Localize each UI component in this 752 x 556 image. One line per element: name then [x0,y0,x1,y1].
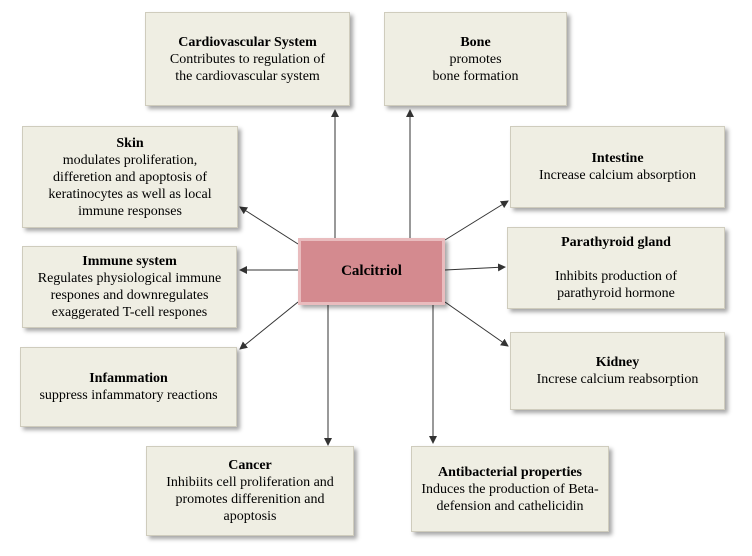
cardiovascular-box: Cardiovascular System Contributes to reg… [145,12,350,106]
immune-title: Immune system [82,254,177,269]
intestine-text: Increase calcium absorption [538,168,697,183]
bone-text: promotes bone formation [432,51,519,84]
skin-text: modulates proliferation, differetion and… [48,152,212,219]
antibacterial-box: Antibacterial properties Induces the pro… [411,446,609,532]
intestine-title: Intestine [591,151,644,166]
inflammation-text: suppress infammatory reactions [39,388,218,403]
bone-title: Bone [460,34,491,50]
inflammation-box: Infammation suppress infammatory reactio… [20,347,237,427]
calcitriol-center-box: Calcitriol [298,238,445,305]
immune-box: Immune system Regulates physiological im… [22,246,237,328]
cancer-text: Inhibiits cell proliferation and promote… [166,475,334,524]
calcitriol-label: Calcitriol [341,263,402,279]
skin-box: Skin modulates proliferation, differetio… [22,126,238,228]
arrow-to-kidney [444,301,509,347]
arrow-to-skin [239,206,299,245]
kidney-title: Kidney [595,355,640,370]
cancer-title: Cancer [228,458,272,473]
arrow-to-inflammation [239,301,299,350]
inflammation-title: Infammation [89,371,168,386]
cardiovascular-text: Contributes to regulation of the cardiov… [169,51,326,84]
bone-box: Bone promotes bone formation [384,12,567,106]
arrow-to-intestine [444,200,509,241]
cancer-box: Cancer Inhibiits cell proliferation and … [146,446,354,536]
skin-title: Skin [116,135,144,151]
antibacterial-text: Induces the production of Beta- defensio… [421,481,599,514]
parathyroid-box: Parathyroid gland Inhibits production of… [507,227,725,309]
intestine-box: Intestine Increase calcium absorption [510,126,725,208]
antibacterial-title: Antibacterial properties [438,464,582,480]
immune-text: Regulates physiological immune respones … [37,271,222,320]
cardiovascular-title: Cardiovascular System [178,34,317,50]
kidney-text: Increse calcium reabsorption [536,372,699,387]
kidney-box: Kidney Increse calcium reabsorption [510,332,725,410]
parathyroid-text: Inhibits production of parathyroid hormo… [554,269,678,301]
arrow-to-parathyroid [444,263,506,272]
parathyroid-title: Parathyroid gland [561,235,671,250]
